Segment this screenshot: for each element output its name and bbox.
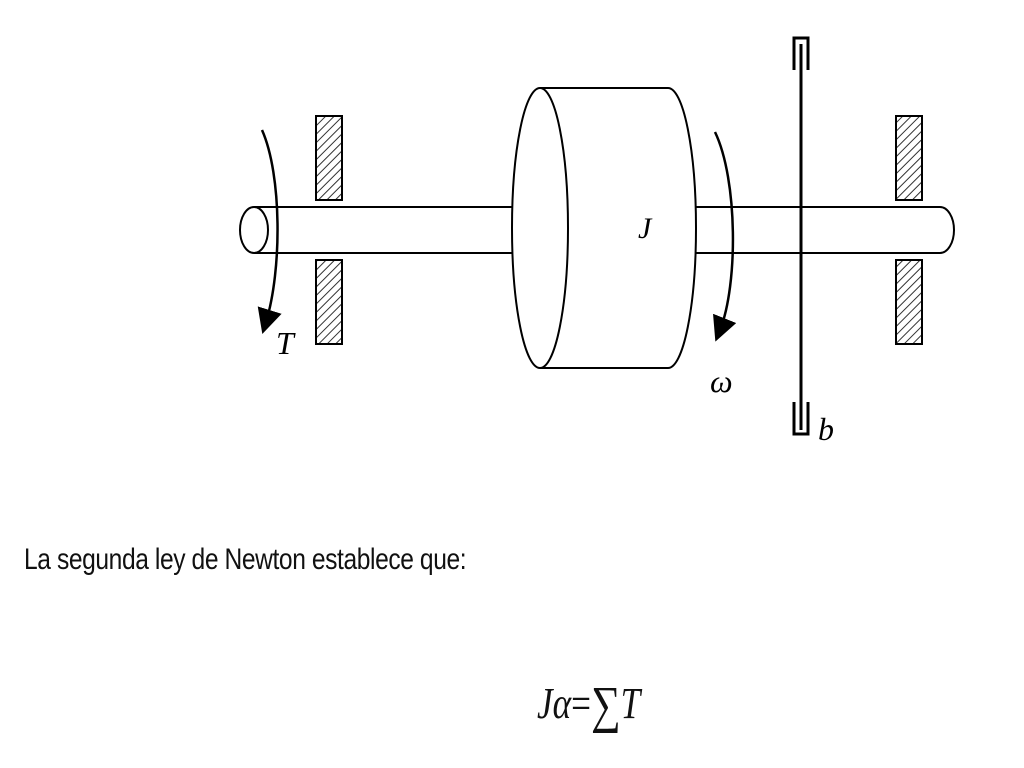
- equation-lhs: Jα: [537, 679, 572, 728]
- summation-symbol: ∑: [590, 677, 621, 734]
- torque-arrow: [257, 129, 282, 334]
- label-angular-velocity: ω: [710, 363, 733, 399]
- left-shaft: [239, 206, 535, 254]
- equation-rhs: T: [620, 679, 641, 728]
- newton-equation: Jα=∑T: [537, 672, 641, 734]
- label-damping: b: [818, 411, 834, 447]
- rotational-system-diagram: T J ω b: [239, 36, 955, 447]
- right-bearing-top: [895, 115, 923, 201]
- label-inertia: J: [638, 212, 653, 245]
- left-bearing-bottom: [315, 259, 343, 345]
- angular-velocity-arrow: [713, 131, 737, 342]
- caption-text: La segunda ley de Newton establece que:: [24, 543, 467, 576]
- right-shaft: [690, 206, 955, 254]
- left-bearing-top: [315, 115, 343, 201]
- label-torque: T: [276, 325, 296, 361]
- right-bearing-bottom: [895, 259, 923, 345]
- inertia-cylinder: [511, 87, 697, 369]
- equation-equals: =: [571, 679, 591, 728]
- damper: [792, 36, 810, 436]
